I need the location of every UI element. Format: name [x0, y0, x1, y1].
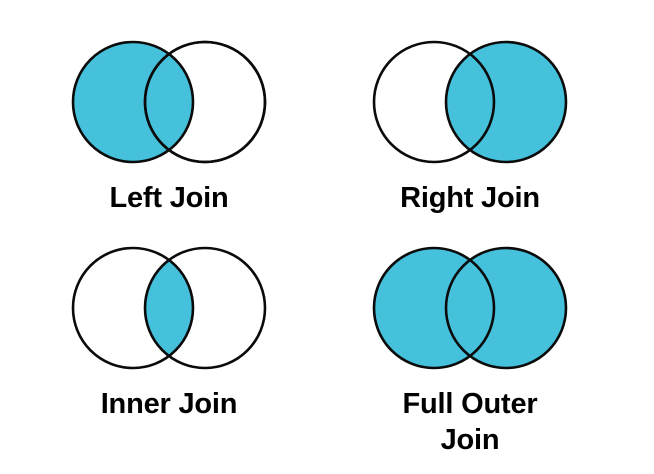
left-circle-outline [372, 246, 496, 370]
venn-full-outer-join [372, 246, 568, 370]
right-circle-outline [444, 40, 568, 164]
left-circle-outline [372, 40, 496, 164]
label-full-outer-join: Full Outer Join [402, 388, 538, 456]
intersection-fill [145, 248, 193, 368]
label-right-join: Right Join [400, 182, 540, 214]
label-inner-join: Inner Join [100, 388, 238, 420]
right-circle-outline [143, 40, 267, 164]
diagram-cell-inner-join: Inner Join [19, 240, 319, 422]
venn-inner-join [71, 246, 267, 370]
venn-left-join [71, 40, 267, 164]
venn-right-join [372, 40, 568, 164]
diagram-cell-left-join: Left Join [19, 34, 319, 216]
label-left-join: Left Join [109, 182, 229, 214]
diagram-cell-full-outer-join: Full Outer Join [320, 240, 620, 458]
intersection-fill-group [145, 248, 193, 368]
left-circle-outline [71, 246, 195, 370]
left-circle-outline [71, 40, 195, 164]
diagram-cell-right-join: Right Join [320, 34, 620, 216]
right-circle-fill [446, 42, 566, 162]
right-circle-outline [444, 246, 568, 370]
right-circle-fill [446, 248, 566, 368]
right-circle-outline [143, 246, 267, 370]
left-circle-fill [73, 42, 193, 162]
